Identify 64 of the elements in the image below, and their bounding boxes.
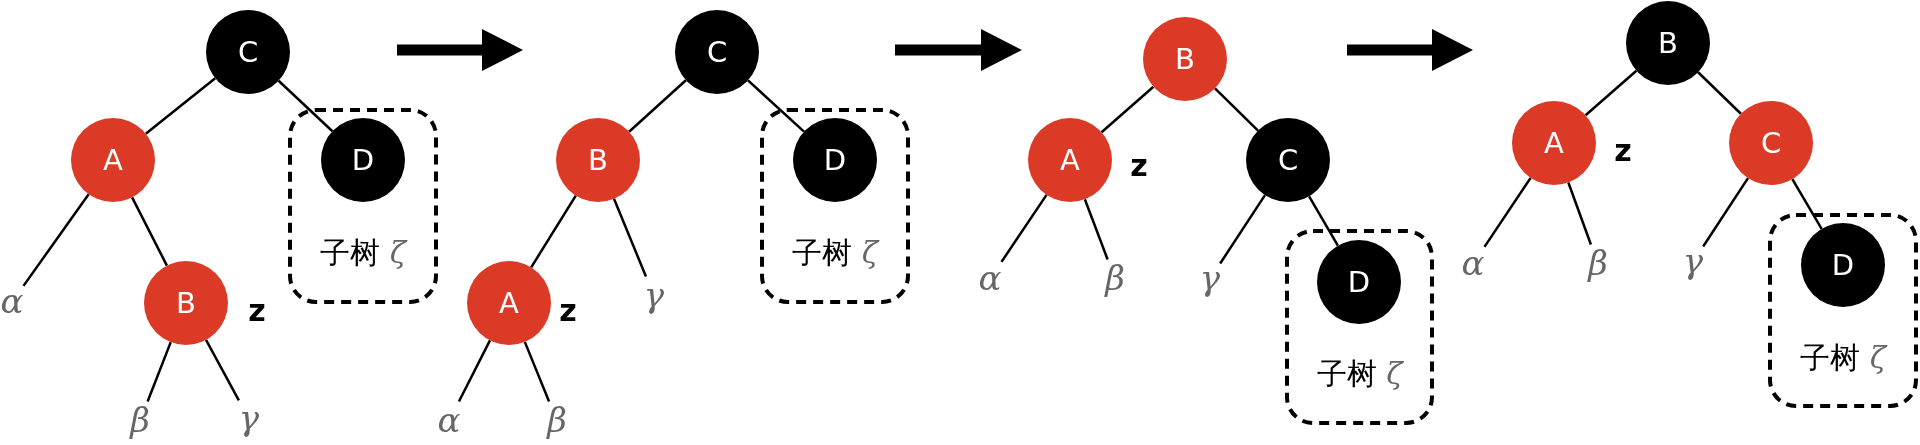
subtree-label: γ: [238, 399, 260, 439]
node-label: z: [1130, 148, 1148, 182]
tree-edge: [1214, 87, 1259, 132]
tree-edge: [530, 195, 577, 268]
tree-edge: [1697, 71, 1742, 115]
tree-edge: [204, 339, 240, 401]
subtree-label: β: [1105, 259, 1125, 299]
subtree-caption: 子树 ζ: [1316, 356, 1403, 392]
tree-edge: [628, 79, 687, 133]
subtree-label: γ: [1682, 242, 1704, 282]
subtree-box: [1768, 213, 1918, 408]
tree-node: D: [793, 118, 877, 202]
tree-edge: [612, 198, 648, 277]
tree-edge: [1083, 198, 1109, 260]
tree-edge: [1100, 85, 1155, 134]
subtree-label: α: [437, 401, 461, 441]
subtree-label: β: [1588, 244, 1608, 284]
node-label: z: [1614, 133, 1632, 167]
tree-node: A: [1512, 101, 1596, 185]
tree-node: C: [1246, 118, 1330, 202]
tree-edge: [747, 79, 805, 133]
tree-node: A: [71, 118, 155, 202]
tree-edge: [1567, 182, 1593, 245]
tree-edge: [1702, 177, 1750, 248]
node-label: z: [248, 293, 266, 327]
tree-node: D: [1801, 223, 1885, 307]
tree-edge: [1000, 194, 1048, 263]
tree-node: C: [675, 10, 759, 94]
tree-edge: [146, 341, 172, 402]
subtree-box: [760, 108, 910, 304]
subtree-label: α: [978, 259, 1002, 299]
subtree-label: γ: [1199, 259, 1221, 299]
tree-edge: [22, 193, 90, 287]
tree-node: D: [1317, 240, 1401, 324]
tree-edge: [1791, 178, 1823, 230]
tree-node: B: [556, 118, 640, 202]
subtree-label: β: [130, 401, 150, 441]
subtree-caption: 子树 ζ: [1800, 340, 1886, 376]
subtree-box: [1285, 229, 1434, 425]
tree-edge: [131, 196, 168, 267]
tree-edge: [145, 77, 216, 135]
tree-edge: [1308, 195, 1339, 247]
tree-edge: [1219, 194, 1267, 265]
subtree-caption: 子树 ζ: [320, 235, 406, 271]
tree-node: B: [1143, 17, 1227, 101]
tree-node: B: [1626, 1, 1710, 85]
tree-edge: [1584, 69, 1638, 117]
tree-node: A: [467, 261, 551, 345]
tree-node: A: [1028, 118, 1112, 202]
subtree-box: [288, 108, 438, 304]
tree-edge: [1483, 177, 1532, 248]
tree-edge: [523, 341, 551, 402]
tree-node: D: [321, 118, 405, 202]
tree-node: B: [144, 261, 228, 345]
tree-edge: [277, 79, 334, 133]
subtree-label: γ: [643, 276, 665, 316]
tree-edge: [457, 339, 492, 402]
tree-node: C: [206, 10, 290, 94]
subtree-label: α: [0, 282, 24, 322]
node-label: z: [559, 293, 577, 327]
subtree-label: β: [547, 401, 567, 441]
subtree-label: α: [1461, 244, 1485, 284]
subtree-caption: 子树 ζ: [792, 235, 878, 271]
tree-node: C: [1729, 101, 1813, 185]
